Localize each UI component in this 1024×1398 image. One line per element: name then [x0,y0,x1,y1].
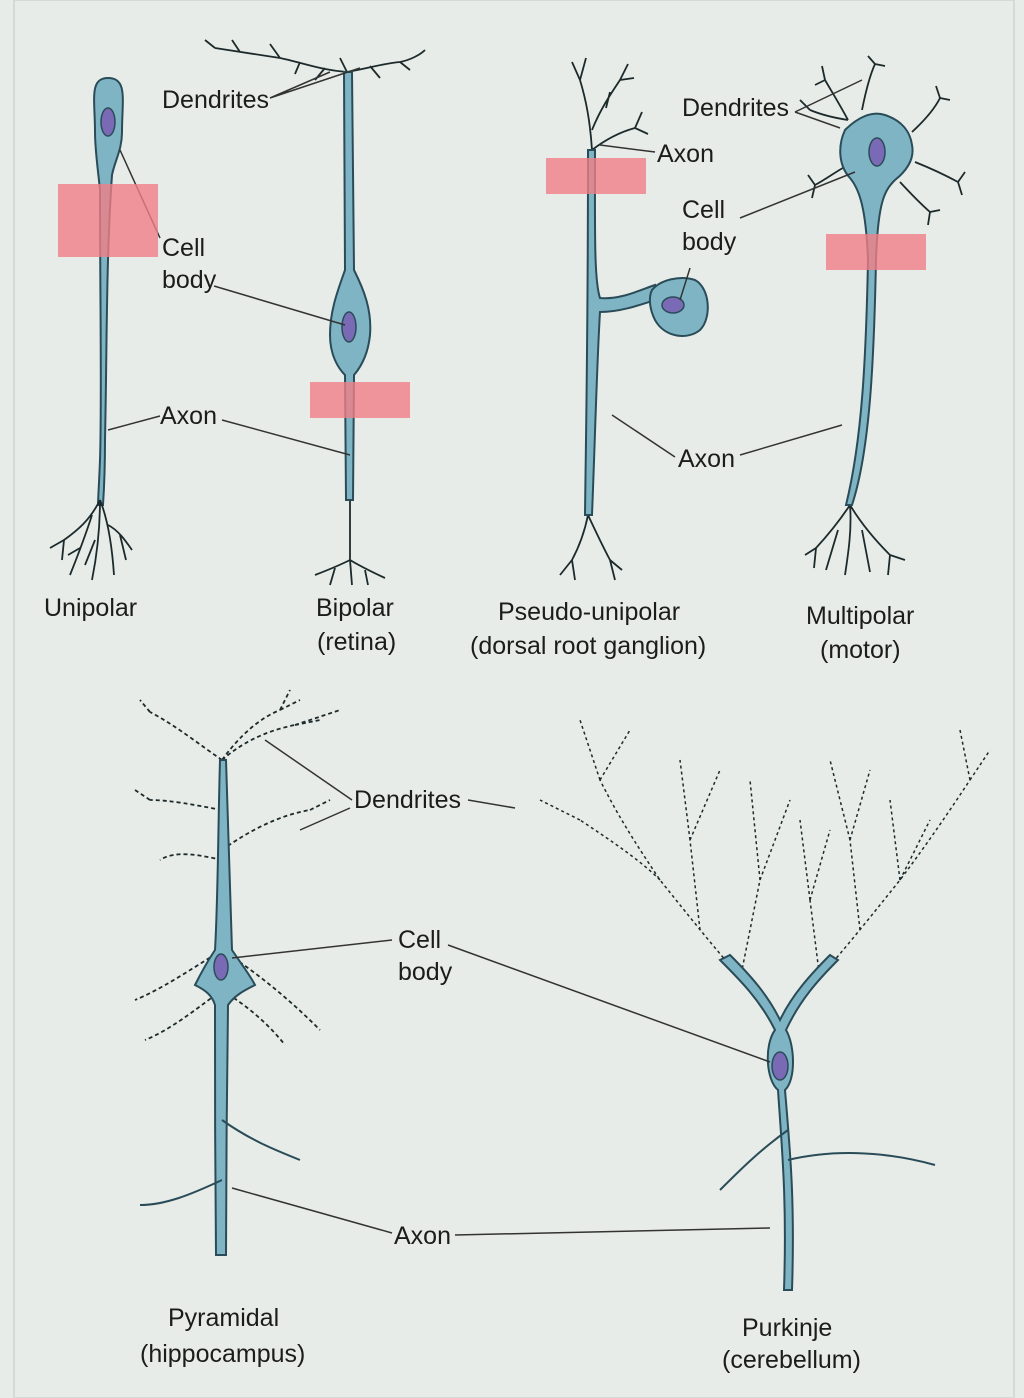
pyramidal-purkinje-dendrites-label: Dendrites [354,786,461,814]
pyramidal-subtitle: (hippocampus) [140,1340,305,1368]
bipolar-dendrites-label: Dendrites [162,86,269,114]
highlight-box-unipolar [58,184,158,257]
multipolar-body-label: body [682,228,737,256]
multipolar-nucleus [869,138,885,166]
pseudo-unipolar-name: Pseudo-unipolar [498,598,680,626]
highlight-box-bipolar [310,382,410,418]
purkinje-nucleus [772,1052,788,1080]
unipolar-cell-label: Cell [162,234,205,262]
purkinje-name: Purkinje [742,1314,832,1342]
pyramidal-purkinje-body-label: body [398,958,453,986]
pseudo-unipolar-axon-bottom-label: Axon [678,445,735,473]
highlight-box-multipolar [826,234,926,270]
bipolar-subtitle: (retina) [317,628,396,656]
bipolar-name: Bipolar [316,594,394,622]
unipolar-axon-label: Axon [160,402,217,430]
unipolar-name: Unipolar [44,594,137,622]
highlight-box-pseudo-unipolar [546,158,646,194]
pyramidal-purkinje-cell-label: Cell [398,926,441,954]
multipolar-cell-label: Cell [682,196,725,224]
unipolar-body-label: body [162,266,217,294]
multipolar-name: Multipolar [806,602,914,630]
purkinje-subtitle: (cerebellum) [722,1346,861,1374]
pseudo-unipolar-subtitle: (dorsal root ganglion) [470,632,706,660]
multipolar-subtitle: (motor) [820,636,901,664]
unipolar-nucleus [101,108,115,136]
pyramidal-purkinje-axon-label: Axon [394,1222,451,1250]
pyramidal-nucleus [214,954,228,980]
pyramidal-name: Pyramidal [168,1304,279,1332]
multipolar-dendrites-label: Dendrites [682,94,789,122]
bipolar-nucleus [342,312,356,342]
pseudo-unipolar-axon-top-label: Axon [657,140,714,168]
